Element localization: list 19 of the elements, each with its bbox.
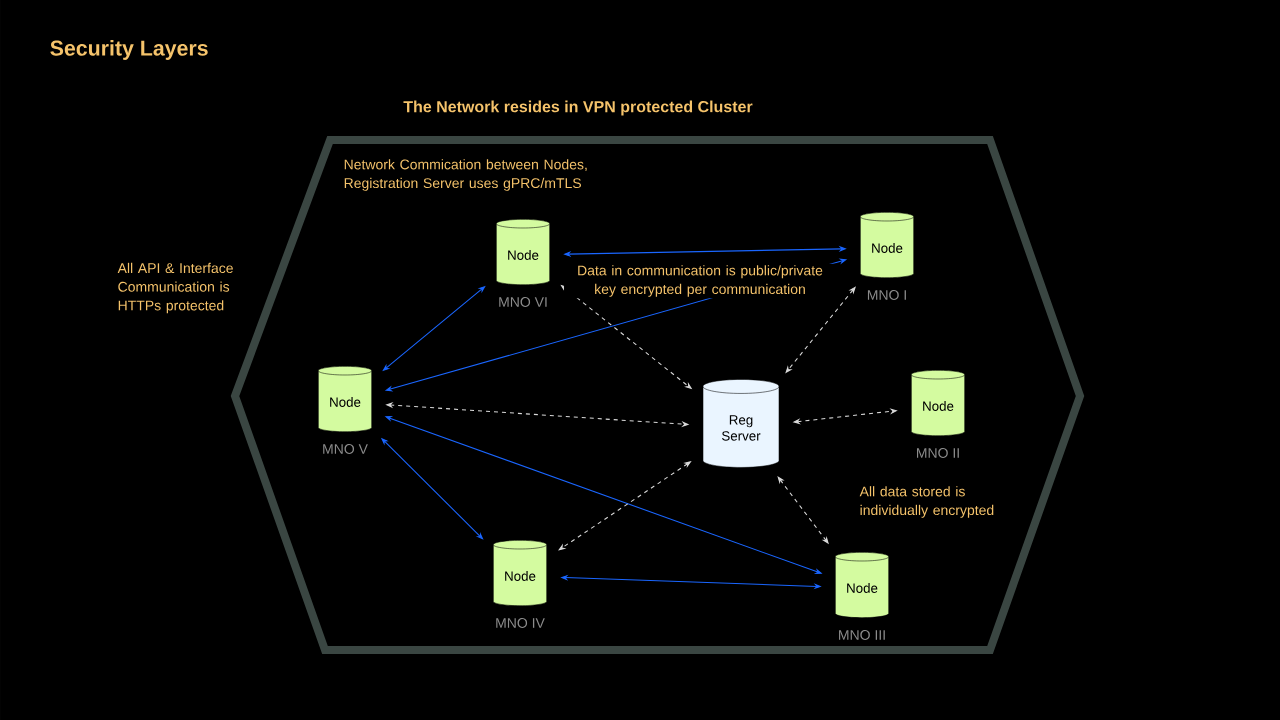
database-cylinder: Node [496, 219, 550, 285]
node-caption: MNO V [323, 444, 368, 454]
node-caption: MNO III [839, 630, 885, 640]
node-caption: MNO II [917, 448, 959, 458]
note-text: Data in communication is public/private key encrypted per communication [564, 263, 836, 299]
database-cylinder: Node [318, 366, 372, 432]
node-caption: MNO VI [499, 297, 547, 307]
database-cylinder: Node [860, 212, 914, 278]
node-label: The Network resides in VPN protected Cluster [403, 100, 753, 116]
database-cylinder: Reg Server [702, 379, 780, 468]
note-text: All data stored is individually encrypted [859, 486, 994, 518]
node-caption: MNO I [867, 290, 906, 300]
note-text: All API & Interface Communication is HTTPs protected [117, 262, 233, 314]
database-cylinder: Node [911, 370, 965, 436]
title: Security Layers [50, 40, 208, 60]
note-text: Network Commication between Nodes, Registration Server uses gPRC/mTLS [344, 159, 587, 191]
node-caption: MNO IV [496, 618, 545, 628]
database-cylinder: Node [835, 552, 889, 618]
database-cylinder: Node [493, 540, 547, 606]
